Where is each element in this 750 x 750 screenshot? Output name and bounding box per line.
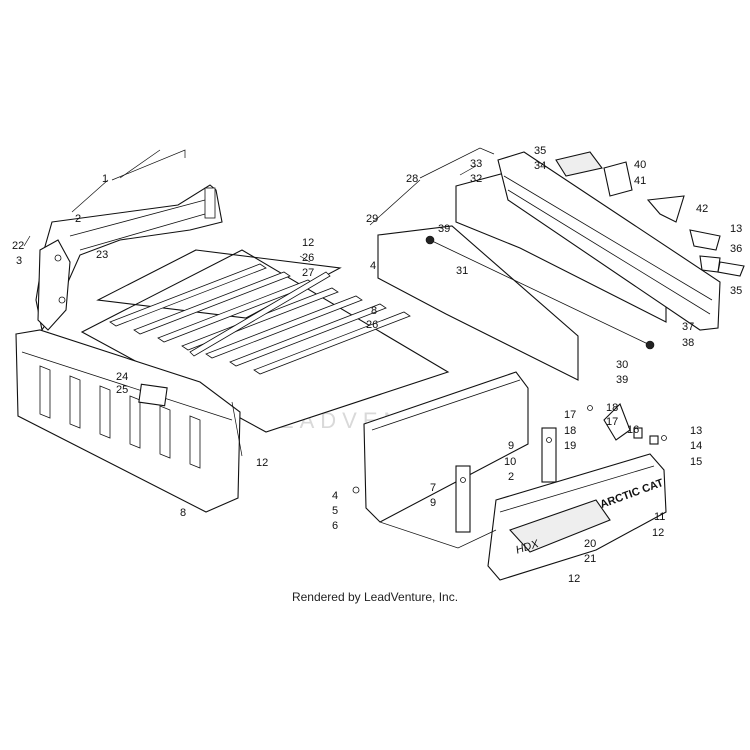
callout-8: 8 <box>180 507 186 519</box>
right-side-wall <box>352 371 529 523</box>
leader-lines <box>23 147 497 549</box>
callout-10: 10 <box>504 456 516 468</box>
callout-13: 13 <box>690 425 702 437</box>
callout-34: 34 <box>534 160 546 172</box>
tailgate: ARCTIC CAT HDX <box>487 453 667 581</box>
callout-4: 4 <box>370 260 376 272</box>
callout-33: 33 <box>470 158 482 170</box>
callout-7: 7 <box>430 482 436 494</box>
callout-labels: 1 2 22 3 23 12 26 27 8 26 24 25 12 8 28 … <box>12 145 742 585</box>
floor-rib <box>229 303 387 367</box>
credit-text: Rendered by LeadVenture, Inc. <box>291 590 459 604</box>
callout-8: 8 <box>371 305 377 317</box>
floor-rib <box>109 263 267 327</box>
callout-12: 12 <box>256 457 268 469</box>
side-panel-assembly <box>377 151 745 381</box>
callout-19: 19 <box>564 440 576 452</box>
callout-2: 2 <box>508 471 514 483</box>
callout-28: 28 <box>406 173 418 185</box>
callout-14: 14 <box>690 440 702 452</box>
callout-31: 31 <box>456 265 468 277</box>
callout-20: 20 <box>584 538 596 550</box>
callout-15: 15 <box>690 456 702 468</box>
callout-12: 12 <box>652 527 664 539</box>
callout-12: 12 <box>568 573 580 585</box>
callout-26: 26 <box>366 319 378 331</box>
wall-rib <box>189 415 201 469</box>
callout-25: 25 <box>116 384 128 396</box>
latch-hardware <box>587 403 667 445</box>
callout-5: 5 <box>332 505 338 517</box>
wall-rib <box>129 395 141 449</box>
callout-16: 16 <box>627 424 639 436</box>
callout-12: 12 <box>302 237 314 249</box>
wall-rib <box>69 375 81 429</box>
floor-rib <box>133 271 291 335</box>
callout-23: 23 <box>96 249 108 261</box>
bed-floor <box>80 249 450 433</box>
bed-front-wall <box>15 329 241 513</box>
callout-4: 4 <box>332 490 338 502</box>
floor-rib <box>253 311 411 375</box>
front-panel <box>35 184 223 332</box>
callout-11: 11 <box>654 511 665 523</box>
callout-29: 29 <box>366 213 378 225</box>
side-brackets <box>455 427 557 533</box>
callout-35: 35 <box>534 145 546 157</box>
callout-18: 18 <box>564 425 576 437</box>
callout-39: 39 <box>616 374 628 386</box>
callout-37: 37 <box>682 321 694 333</box>
callout-40: 40 <box>634 159 646 171</box>
floor-rib <box>205 295 363 359</box>
callout-17: 17 <box>564 409 576 421</box>
callout-21: 21 <box>584 553 596 565</box>
callout-41: 41 <box>634 175 646 187</box>
callout-9: 9 <box>430 497 436 509</box>
callout-3: 3 <box>16 255 22 267</box>
callout-1: 1 <box>102 173 108 185</box>
callout-2: 2 <box>75 213 81 225</box>
callout-26: 26 <box>302 252 314 264</box>
callout-30: 30 <box>616 359 628 371</box>
callout-24: 24 <box>116 371 128 383</box>
callout-32: 32 <box>470 173 482 185</box>
callout-22: 22 <box>12 240 24 252</box>
callout-13: 13 <box>730 223 742 235</box>
callout-42: 42 <box>696 203 708 215</box>
callout-39: 39 <box>438 223 450 235</box>
callout-36: 36 <box>730 243 742 255</box>
callout-35: 35 <box>730 285 742 297</box>
wall-rib <box>99 385 111 439</box>
callout-9: 9 <box>508 440 514 452</box>
callout-18: 18 <box>606 402 618 414</box>
callout-38: 38 <box>682 337 694 349</box>
wall-rib <box>159 405 171 459</box>
callout-27: 27 <box>302 267 314 279</box>
callout-6: 6 <box>332 520 338 532</box>
wall-rib <box>39 365 51 419</box>
callout-17: 17 <box>606 416 618 428</box>
